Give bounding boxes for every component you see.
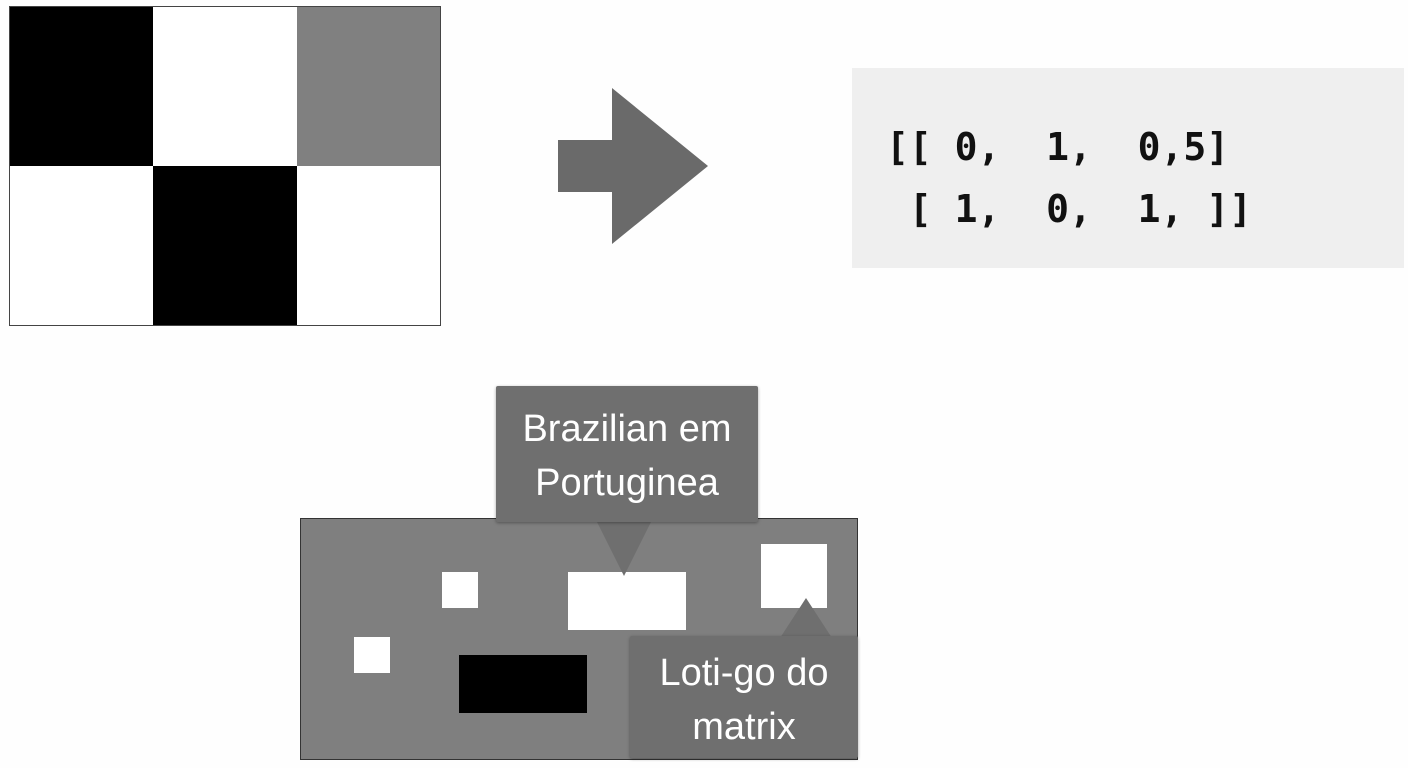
grayscale-grid-image [9, 6, 441, 326]
callout-top-line-2: Portuginea [535, 462, 719, 504]
matrix-row-1: [[ 0, 1, 0,5] [886, 125, 1230, 169]
callout-tail [780, 598, 832, 638]
grid-cell [153, 7, 297, 166]
grid-cell [296, 7, 440, 166]
callout-bottom: Loti-go do matrix [630, 636, 858, 758]
callout-bottom-line-2: matrix [692, 706, 796, 748]
callout-top: Brazilian em Portuginea [496, 386, 758, 522]
black-block [459, 655, 587, 713]
matrix-row-2: [ 1, 0, 1, ]] [886, 187, 1253, 231]
callout-tail [596, 520, 652, 576]
grid-cell [10, 166, 154, 325]
grid-cell [296, 166, 440, 325]
square-white-block [761, 544, 827, 608]
right-arrow-icon [558, 88, 708, 244]
grid-cell [10, 7, 154, 166]
callout-top-line-1: Brazilian em [522, 408, 732, 450]
matrix-output: [[ 0, 1, 0,5] [ 1, 0, 1, ]] [852, 68, 1404, 268]
grid-cell [153, 166, 297, 325]
wide-white-block [568, 572, 686, 630]
callout-bottom-line-1: Loti-go do [659, 652, 829, 694]
small-white-block [354, 637, 390, 673]
small-white-block [442, 572, 478, 608]
